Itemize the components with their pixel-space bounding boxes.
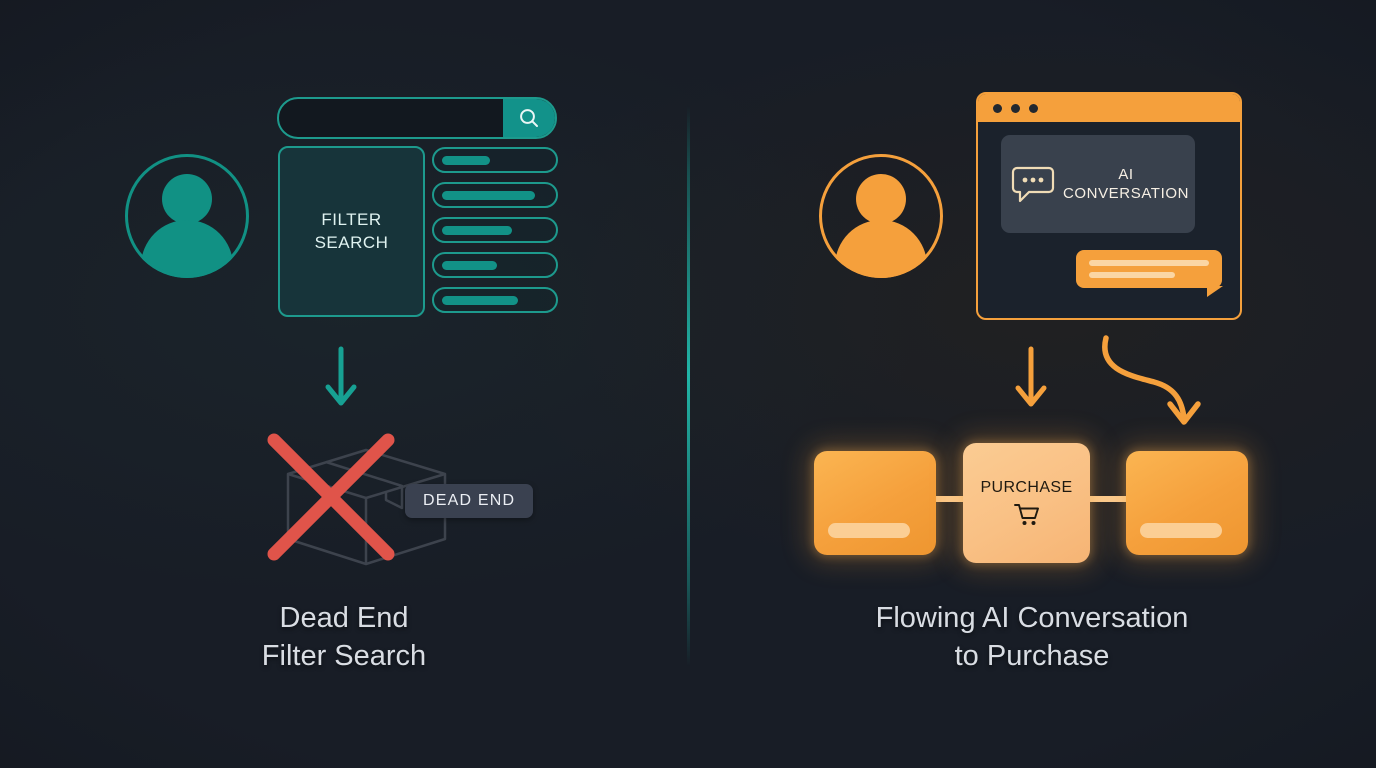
card-connector: [932, 496, 968, 502]
traffic-light-maximize-icon[interactable]: [1029, 103, 1038, 113]
result-bar: [442, 190, 536, 200]
ai-card-label: AI CONVERSATION: [1057, 165, 1195, 204]
traffic-light-minimize-icon[interactable]: [1011, 103, 1020, 113]
filter-search-box[interactable]: FILTER SEARCH: [278, 146, 425, 317]
result-bar: [442, 155, 490, 165]
flow-card-1[interactable]: [814, 451, 936, 555]
ai-card-line-2: CONVERSATION: [1062, 185, 1190, 202]
browser-window[interactable]: AI CONVERSATION: [976, 92, 1242, 320]
avatar-ring: [819, 154, 943, 278]
ai-card-line-1: AI: [1118, 165, 1134, 183]
search-results-list: [432, 147, 558, 322]
dead-end-group: DEAD END: [262, 428, 562, 578]
window-content: AI CONVERSATION: [978, 122, 1240, 318]
window-titlebar: [978, 94, 1240, 122]
status-badge: DEAD END: [405, 484, 534, 518]
result-bar: [442, 260, 498, 270]
user-avatar-icon: [125, 154, 249, 278]
right-caption-line-2: to Purchase: [954, 639, 1110, 672]
search-input[interactable]: [279, 99, 503, 137]
red-cross-icon: [267, 433, 395, 561]
flow-arrow-down: [1010, 345, 1052, 420]
result-bar: [442, 295, 519, 305]
left-caption-line-2: Filter Search: [261, 639, 427, 672]
traffic-light-close-icon[interactable]: [993, 103, 1002, 113]
left-caption: Dead End Filter Search: [0, 600, 688, 675]
arrow-down-icon: [325, 346, 357, 406]
list-item[interactable]: [432, 287, 558, 313]
search-bar[interactable]: [277, 97, 557, 139]
result-bar: [442, 225, 512, 235]
avatar-ring: [125, 154, 249, 278]
right-caption-line-1: Flowing AI Conversation: [875, 602, 1189, 634]
panel-divider: [687, 105, 690, 667]
card-bar: [828, 523, 910, 538]
list-item[interactable]: [432, 252, 558, 278]
arrow-curved-down-right-icon: [1102, 335, 1201, 425]
purchase-card[interactable]: PURCHASE: [963, 443, 1090, 563]
card-bar: [1140, 523, 1222, 538]
list-item[interactable]: [432, 182, 558, 208]
ai-conversation-card[interactable]: AI CONVERSATION: [1001, 135, 1195, 233]
flow-card-3[interactable]: [1126, 451, 1248, 555]
search-button[interactable]: [503, 99, 555, 137]
user-avatar-icon: [819, 154, 943, 278]
bubble-tail: [1207, 286, 1223, 297]
filter-box-line-2: SEARCH: [314, 232, 389, 252]
flow-arrow-down: [322, 345, 360, 418]
list-item[interactable]: [432, 217, 558, 243]
arrow-down-icon: [1015, 346, 1047, 407]
left-caption-line-1: Dead End: [279, 602, 409, 634]
right-caption: Flowing AI Conversation to Purchase: [688, 600, 1376, 675]
filter-box-line-1: FILTER: [321, 209, 382, 229]
flow-arrow-curved: [1092, 330, 1212, 445]
purchase-card-label: PURCHASE: [980, 479, 1073, 496]
chat-bubble-dots-icon: [1011, 166, 1055, 203]
list-item[interactable]: [432, 147, 558, 173]
left-panel-dead-end-filter-search: FILTER SEARCH: [0, 97, 688, 675]
chat-message-bubble: [1076, 250, 1223, 297]
purchase-flow-cards: PURCHASE: [800, 443, 1262, 563]
search-icon: [520, 109, 538, 127]
shopping-cart-icon: [1013, 504, 1039, 525]
message-line: [1089, 272, 1176, 278]
message-line: [1089, 260, 1209, 266]
card-connector: [1086, 496, 1130, 502]
